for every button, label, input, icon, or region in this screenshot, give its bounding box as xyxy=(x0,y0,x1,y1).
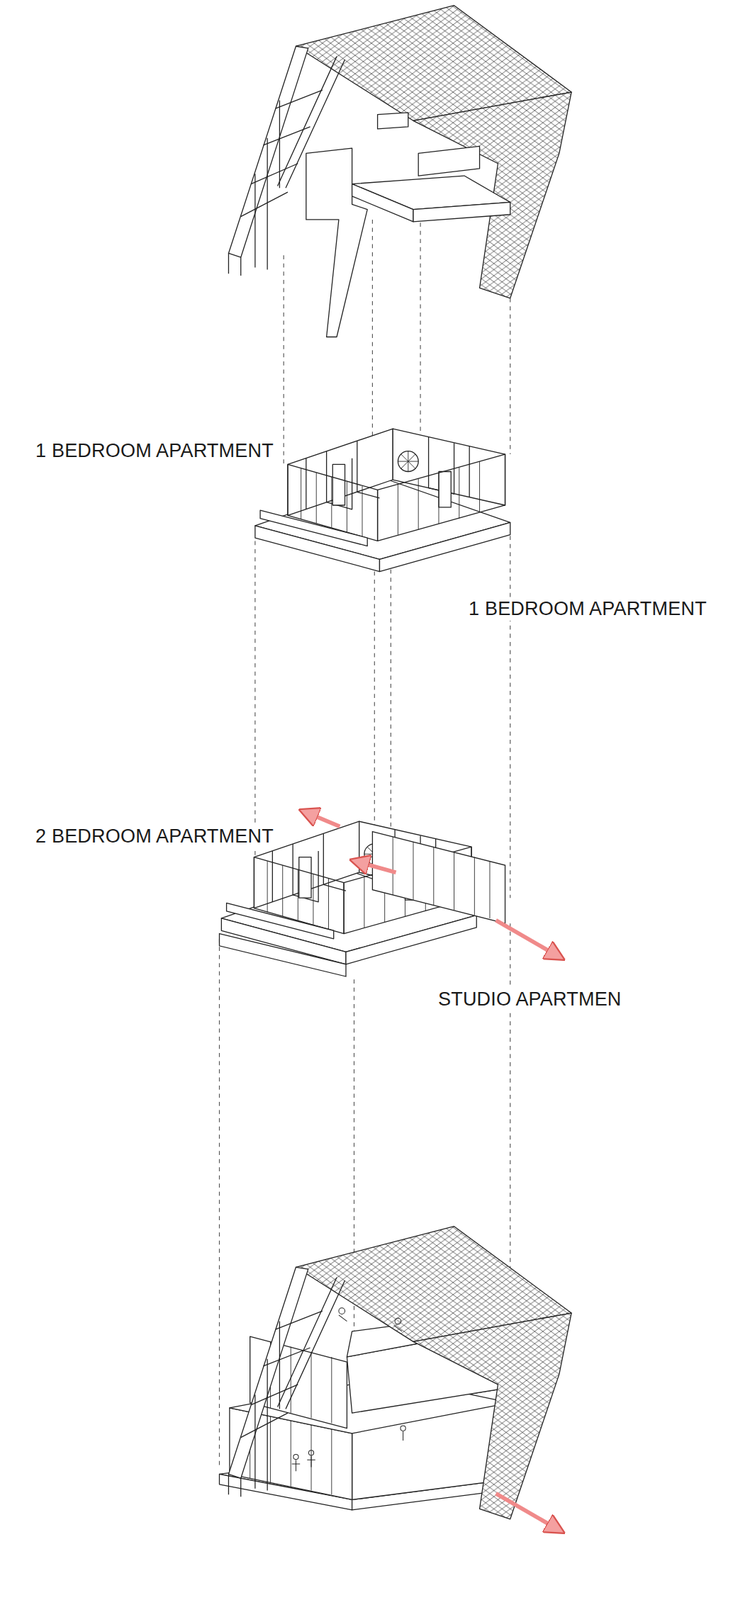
two-bedroom-level xyxy=(392,837,490,919)
one-bedroom-level xyxy=(255,428,511,573)
one-bedroom-level xyxy=(255,428,511,573)
roof-module xyxy=(352,184,414,222)
roof-module xyxy=(228,5,572,299)
assembled-building xyxy=(394,1325,403,1332)
assembled-building xyxy=(338,1315,348,1323)
access-arrows xyxy=(308,813,557,1530)
access-arrows xyxy=(308,813,341,828)
two-bedroom-level xyxy=(219,934,346,977)
assembled-building xyxy=(402,1431,404,1442)
floor-label: 2 BEDROOM APARTMENT xyxy=(33,825,276,849)
roof-module xyxy=(413,202,511,222)
floor-label: STUDIO APARTMEN xyxy=(435,988,624,1012)
floor-label: 1 BEDROOM APARTMENT xyxy=(33,439,276,463)
roof-module xyxy=(306,148,368,337)
roof-module xyxy=(306,112,511,338)
assembled-building xyxy=(292,1460,301,1472)
assembled-building xyxy=(400,1426,406,1432)
assembled-building xyxy=(219,1227,572,1520)
access-arrows xyxy=(496,920,557,956)
roof-module xyxy=(418,146,480,176)
roof-module xyxy=(228,5,572,338)
assembled-building xyxy=(308,1451,314,1457)
guide-lines xyxy=(283,255,285,465)
two-bedroom-level xyxy=(372,832,505,925)
assembled-building xyxy=(338,1308,346,1315)
assembled-building xyxy=(228,1227,572,1520)
assembled-building xyxy=(306,1456,316,1469)
guide-lines xyxy=(419,214,421,470)
guide-lines xyxy=(219,939,220,1471)
assembled-building xyxy=(394,1318,402,1325)
access-arrows xyxy=(359,862,397,873)
roof-module xyxy=(377,112,409,130)
guide-lines xyxy=(509,535,511,899)
two-bedroom-level xyxy=(219,832,505,977)
guide-lines xyxy=(509,298,511,455)
floor-label: 1 BEDROOM APARTMENT xyxy=(466,597,709,621)
access-arrows xyxy=(496,1494,557,1530)
assembled-building xyxy=(292,1308,406,1472)
assembled-building xyxy=(293,1454,299,1460)
